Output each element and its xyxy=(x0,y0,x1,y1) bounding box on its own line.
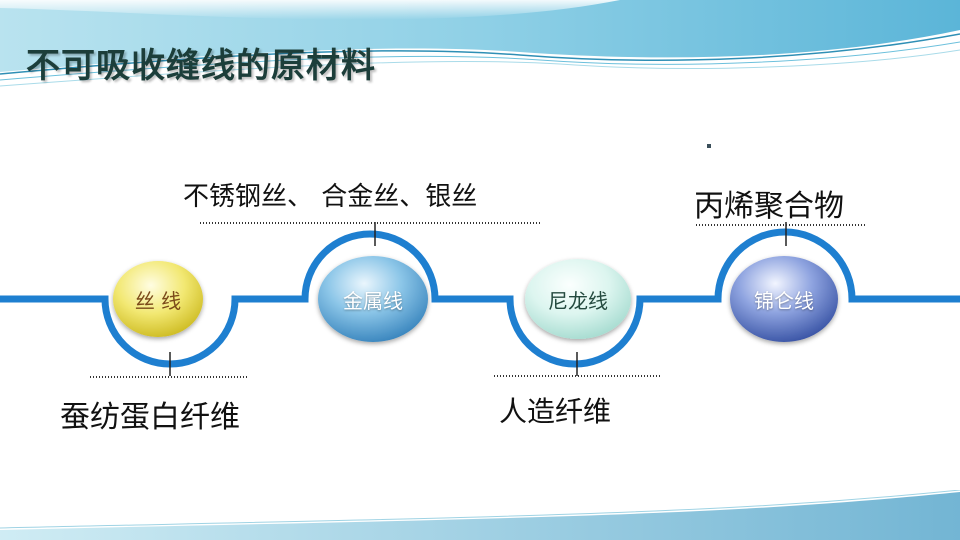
polyamide-node-label: 锦仑线 xyxy=(754,288,814,313)
header-wave-decoration xyxy=(0,0,960,87)
slide-title: 不可吸收缝线的原材料 xyxy=(26,46,376,86)
metal-node xyxy=(318,256,428,342)
small-dot-mark xyxy=(707,144,711,148)
polyamide-node xyxy=(730,256,838,342)
metal-node-label: 金属线 xyxy=(343,288,403,313)
nylon-node xyxy=(525,259,631,339)
footer-wave-decoration xyxy=(0,490,960,540)
nylon-caption: 人造纤维 xyxy=(499,395,612,428)
nylon-node-label: 尼龙线 xyxy=(548,288,608,313)
silk-node-label: 丝 线 xyxy=(134,288,182,313)
metal-caption: 不锈钢丝、 合金丝、银丝 xyxy=(183,182,478,212)
silk-node xyxy=(113,261,203,337)
polyamide-caption: 丙烯聚合物 xyxy=(694,189,844,224)
silk-caption: 蚕纺蛋白纤维 xyxy=(60,400,240,435)
timeline-line xyxy=(0,228,960,368)
